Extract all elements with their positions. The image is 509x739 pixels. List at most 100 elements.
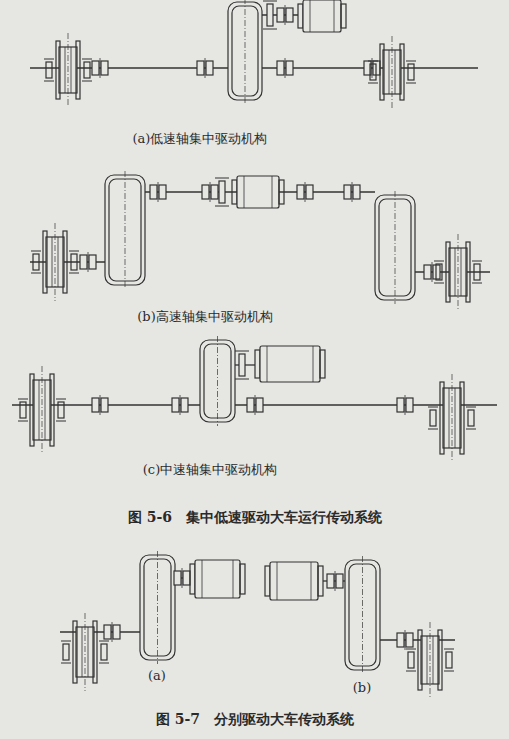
shaft-line <box>452 374 453 462</box>
shaft-line <box>458 234 459 310</box>
subfigure-label: (a)低速轴集中驱动机构 <box>131 131 270 147</box>
wheel-flange <box>400 44 404 100</box>
motor-end <box>298 4 303 28</box>
shaft-line <box>444 671 454 672</box>
shaft-line <box>100 58 101 78</box>
shaft-line <box>82 59 92 60</box>
coupling <box>206 61 213 75</box>
shaft-line <box>69 273 79 274</box>
shaft-line <box>267 346 268 382</box>
motor <box>260 346 320 382</box>
shaft-line <box>272 176 273 208</box>
shaft-line <box>158 182 159 202</box>
shaft-line <box>395 191 396 304</box>
motor-end <box>279 180 284 204</box>
shaft-line <box>39 380 40 440</box>
shaft-line <box>82 81 92 82</box>
coupling <box>306 185 313 199</box>
shaft-line <box>428 429 438 430</box>
shaft-line <box>305 182 306 202</box>
shaft-line <box>61 641 71 642</box>
shaft-line <box>461 248 462 296</box>
shaft-line <box>99 641 109 642</box>
shaft-line <box>217 336 218 426</box>
motor <box>195 560 240 598</box>
shaft-line <box>45 380 46 440</box>
shaft-line <box>215 178 229 179</box>
wheel-flange <box>438 630 442 690</box>
shaft-line <box>65 47 66 93</box>
wheel-flange <box>418 630 422 690</box>
wheel-flange <box>380 44 384 100</box>
motor-end <box>318 566 323 596</box>
coupling <box>92 398 99 412</box>
shaft-line <box>215 206 229 207</box>
coupling <box>397 398 404 412</box>
brake-wheel <box>267 4 273 26</box>
shaft-line <box>472 283 482 284</box>
wheel-flange <box>76 41 80 99</box>
shaft-line <box>255 395 256 415</box>
bearing <box>436 264 442 280</box>
bearing <box>430 410 436 426</box>
bearing <box>33 254 39 270</box>
motor-end <box>265 566 270 596</box>
shaft-line <box>405 395 406 415</box>
shaft-line <box>455 388 456 448</box>
shaft-line <box>31 273 41 274</box>
coupling <box>80 255 87 269</box>
shaft-line <box>362 556 363 674</box>
coupling <box>101 61 108 75</box>
coupling <box>256 398 263 412</box>
bearing <box>468 410 474 426</box>
motor <box>270 562 318 600</box>
coupling <box>247 398 254 412</box>
shaft-line <box>68 33 69 107</box>
shaft-line <box>368 61 378 62</box>
wheel-flange <box>43 231 47 293</box>
motor-end <box>232 180 237 204</box>
bearing <box>408 64 414 80</box>
shaft-line <box>112 622 113 642</box>
shaft-line <box>406 649 416 650</box>
bearing <box>84 62 90 78</box>
wheel-flange <box>93 621 97 683</box>
shaft-line <box>58 237 59 287</box>
coupling <box>150 185 157 199</box>
bearing <box>46 62 52 78</box>
shaft-line <box>263 29 277 30</box>
bearing <box>446 652 452 668</box>
coupling <box>89 255 96 269</box>
wheel-flange <box>73 621 77 683</box>
coupling <box>286 8 293 22</box>
wheel-flange <box>466 242 470 302</box>
shaft-line <box>157 551 158 664</box>
coupling <box>92 61 99 75</box>
wheel-flange <box>50 374 54 446</box>
coupling <box>104 625 111 639</box>
coupling <box>297 185 304 199</box>
wheel-flange <box>56 41 60 99</box>
shaft-line <box>52 237 53 287</box>
shaft-line <box>182 568 183 588</box>
shaft-line <box>233 560 234 598</box>
shaft-line <box>334 0 335 32</box>
shaft-line <box>88 252 89 272</box>
shaft-line <box>180 395 181 415</box>
shaft-line <box>125 171 126 289</box>
bearing <box>370 64 376 80</box>
coupling <box>353 185 360 199</box>
coupling <box>424 265 431 279</box>
coupling <box>174 571 181 585</box>
coupling <box>113 625 120 639</box>
shaft-line <box>389 50 390 94</box>
coupling <box>344 185 351 199</box>
coupling <box>397 633 404 647</box>
shaft-line <box>263 1 277 2</box>
shaft-line <box>285 5 286 25</box>
bearing <box>101 644 107 660</box>
coupling <box>327 574 334 588</box>
shaft-line <box>430 622 431 698</box>
figure-caption: 图 5-7 分别驱动大车传动系统 <box>154 711 356 728</box>
shaft-line <box>44 81 54 82</box>
